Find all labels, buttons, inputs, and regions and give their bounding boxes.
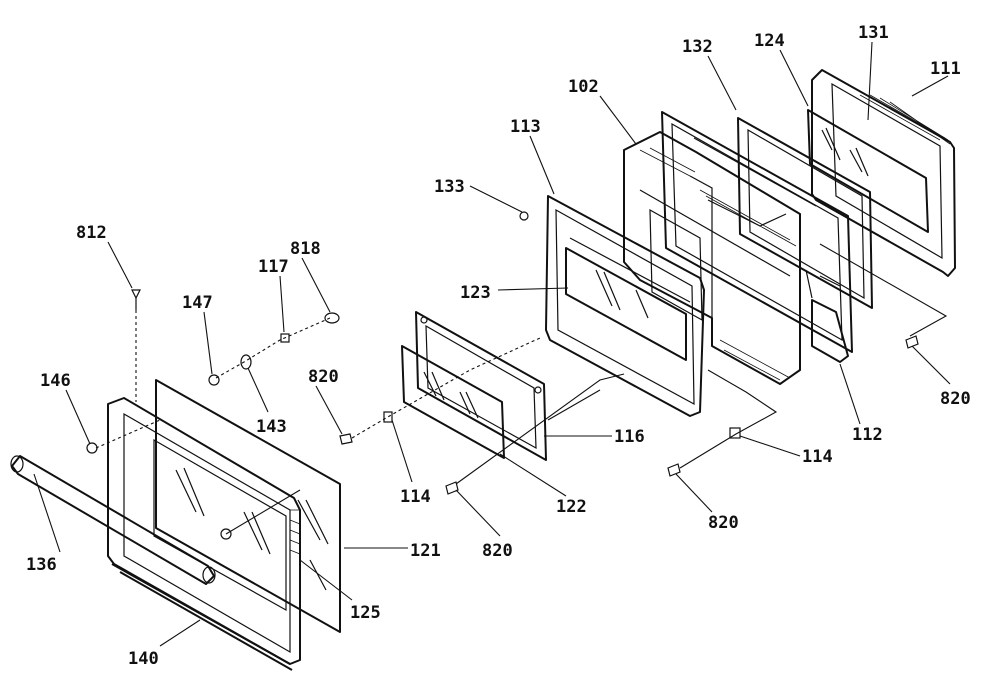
callout-140: 140: [128, 649, 159, 669]
callout-133: 133: [434, 177, 465, 197]
callout-121: 121: [410, 541, 441, 561]
callout-820-bottom-left: 820: [482, 541, 513, 561]
assembly-lines: [95, 243, 948, 535]
callout-112: 112: [852, 425, 883, 445]
part-121-outer-glass: [155, 379, 341, 633]
callout-123: 123: [460, 283, 491, 303]
part-112-side-frame: [805, 269, 849, 363]
callout-136: 136: [26, 555, 57, 575]
part-123-inner-glass: [565, 237, 691, 361]
part-116-retainer: [415, 311, 547, 461]
callout-146: 146: [40, 371, 71, 391]
callout-131: 131: [858, 23, 889, 43]
part-124-frame: [737, 117, 873, 309]
callout-114-right: 114: [802, 447, 833, 467]
callout-labels: 111 131 124 132 102 113 133 123 812 818 …: [26, 23, 971, 669]
part-111-rear-frame: [811, 69, 956, 277]
callout-820-right: 820: [940, 389, 971, 409]
callout-114-left: 114: [400, 487, 431, 507]
part-125-outer-door: [107, 397, 301, 665]
part-140-bottom-trim: [111, 563, 293, 671]
callout-820-left: 820: [308, 367, 339, 387]
part-122-small-glass: [401, 345, 505, 459]
part-113-inner-door: [545, 195, 705, 417]
callout-125: 125: [350, 603, 381, 623]
callout-102: 102: [568, 77, 599, 97]
callout-122: 122: [556, 497, 587, 517]
callout-111: 111: [930, 59, 961, 79]
callout-818: 818: [290, 239, 321, 259]
callout-116: 116: [614, 427, 645, 447]
callout-143: 143: [256, 417, 287, 437]
callout-113: 113: [510, 117, 541, 137]
callout-132: 132: [682, 37, 713, 57]
callout-124: 124: [754, 31, 785, 51]
callout-820-bottom-right: 820: [708, 513, 739, 533]
part-102-inner-liner: [623, 131, 801, 385]
callout-812: 812: [76, 223, 107, 243]
callout-117: 117: [258, 257, 289, 277]
part-131-glass: [807, 109, 929, 233]
callout-147: 147: [182, 293, 213, 313]
part-136-handle: [10, 455, 216, 585]
leader-lines: [33, 41, 951, 647]
part-132-gasket: [661, 111, 853, 353]
